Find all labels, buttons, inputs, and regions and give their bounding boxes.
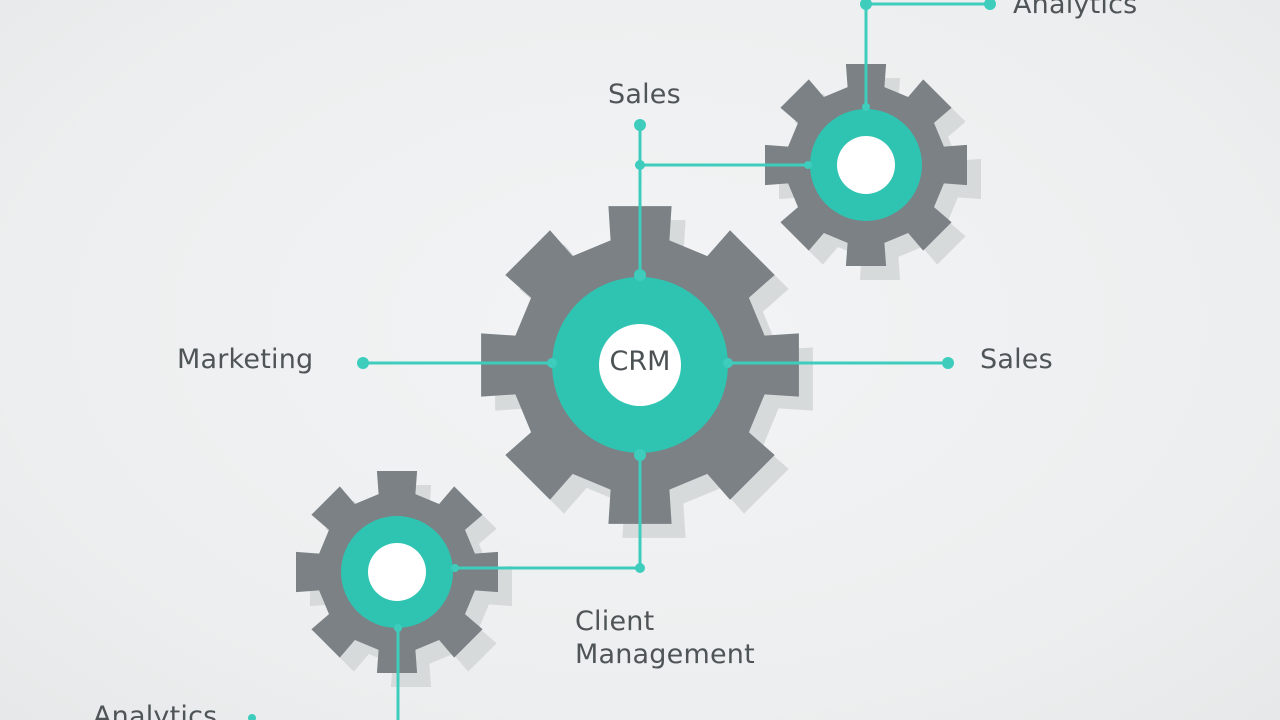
connector-node (547, 358, 557, 368)
connector-node (634, 119, 646, 131)
connector-node (394, 624, 402, 632)
label-marketing: Marketing (177, 344, 314, 375)
connector-node (862, 103, 870, 111)
crm-center-label: CRM (609, 346, 671, 377)
connector-node (860, 0, 872, 10)
connector-node (635, 160, 645, 170)
label-analytics-bottom: Analytics (93, 701, 218, 720)
connector-node (451, 564, 459, 572)
connector-node (723, 358, 733, 368)
label-sales-right: Sales (980, 344, 1053, 375)
gear-icon (481, 206, 799, 524)
label-sales-top: Sales (608, 79, 681, 110)
connector-node (635, 563, 645, 573)
connector-node (804, 161, 812, 169)
connectors (248, 0, 996, 720)
gears (296, 64, 967, 673)
connector-node (634, 269, 646, 281)
gear-icon (765, 64, 967, 266)
gear-icon (296, 471, 498, 673)
label-client-management: Client Management (575, 606, 755, 670)
connector-node (634, 449, 646, 461)
label-analytics-top: Analytics (1013, 0, 1138, 20)
connector-node (984, 0, 996, 10)
connector-node (357, 357, 369, 369)
connector-node (248, 714, 256, 720)
connector-node (942, 357, 954, 369)
